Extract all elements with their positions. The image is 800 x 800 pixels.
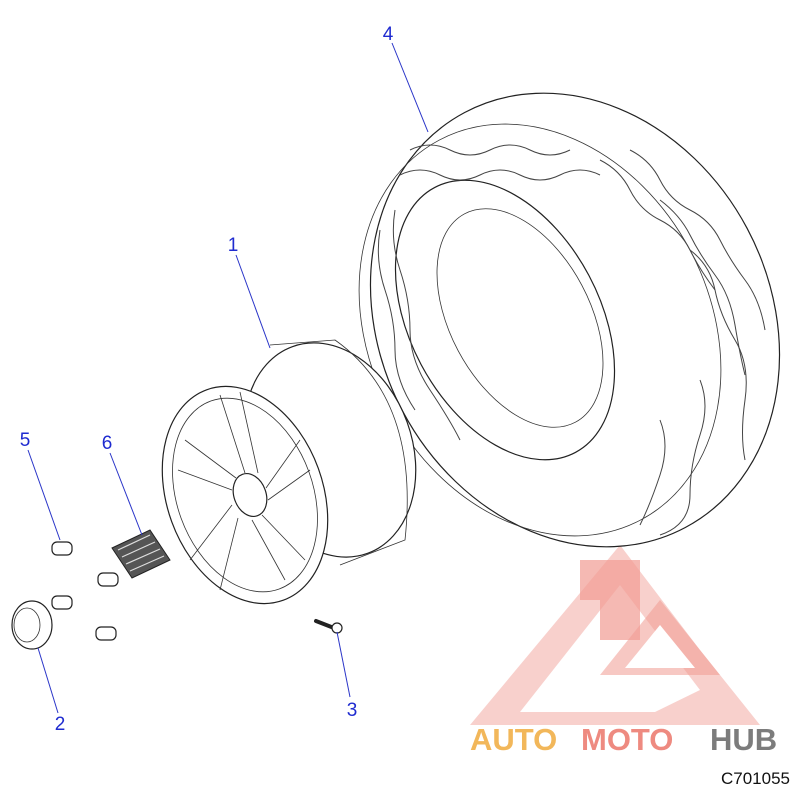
watermark-wordmark: AUTO MOTO HUB: [470, 722, 777, 757]
lug-nut: [51, 541, 73, 556]
wheel: [161, 339, 417, 605]
center-cap: [11, 600, 53, 650]
figure-id: C701055: [721, 769, 790, 788]
watermark-hub: HUB: [710, 722, 777, 757]
leader-lines: [27, 42, 429, 714]
callout-1: 1: [228, 235, 239, 256]
callout-4: 4: [383, 24, 394, 45]
callout-3: 3: [347, 700, 358, 721]
watermark-moto: MOTO: [581, 722, 673, 757]
lug-nuts: [51, 541, 119, 641]
tire-tread: [377, 144, 766, 536]
lug-nut: [97, 572, 119, 587]
callout-2: 2: [55, 714, 66, 735]
decal: [111, 529, 171, 579]
wheel-spokes: [177, 391, 311, 591]
callout-6: 6: [102, 433, 113, 454]
tire: [358, 92, 781, 548]
lug-nut: [51, 595, 73, 610]
valve-stem: [314, 619, 343, 634]
callout-5: 5: [20, 430, 31, 451]
watermark-logo: [470, 545, 760, 725]
watermark-auto: AUTO: [470, 722, 557, 757]
lug-nut: [95, 626, 117, 641]
